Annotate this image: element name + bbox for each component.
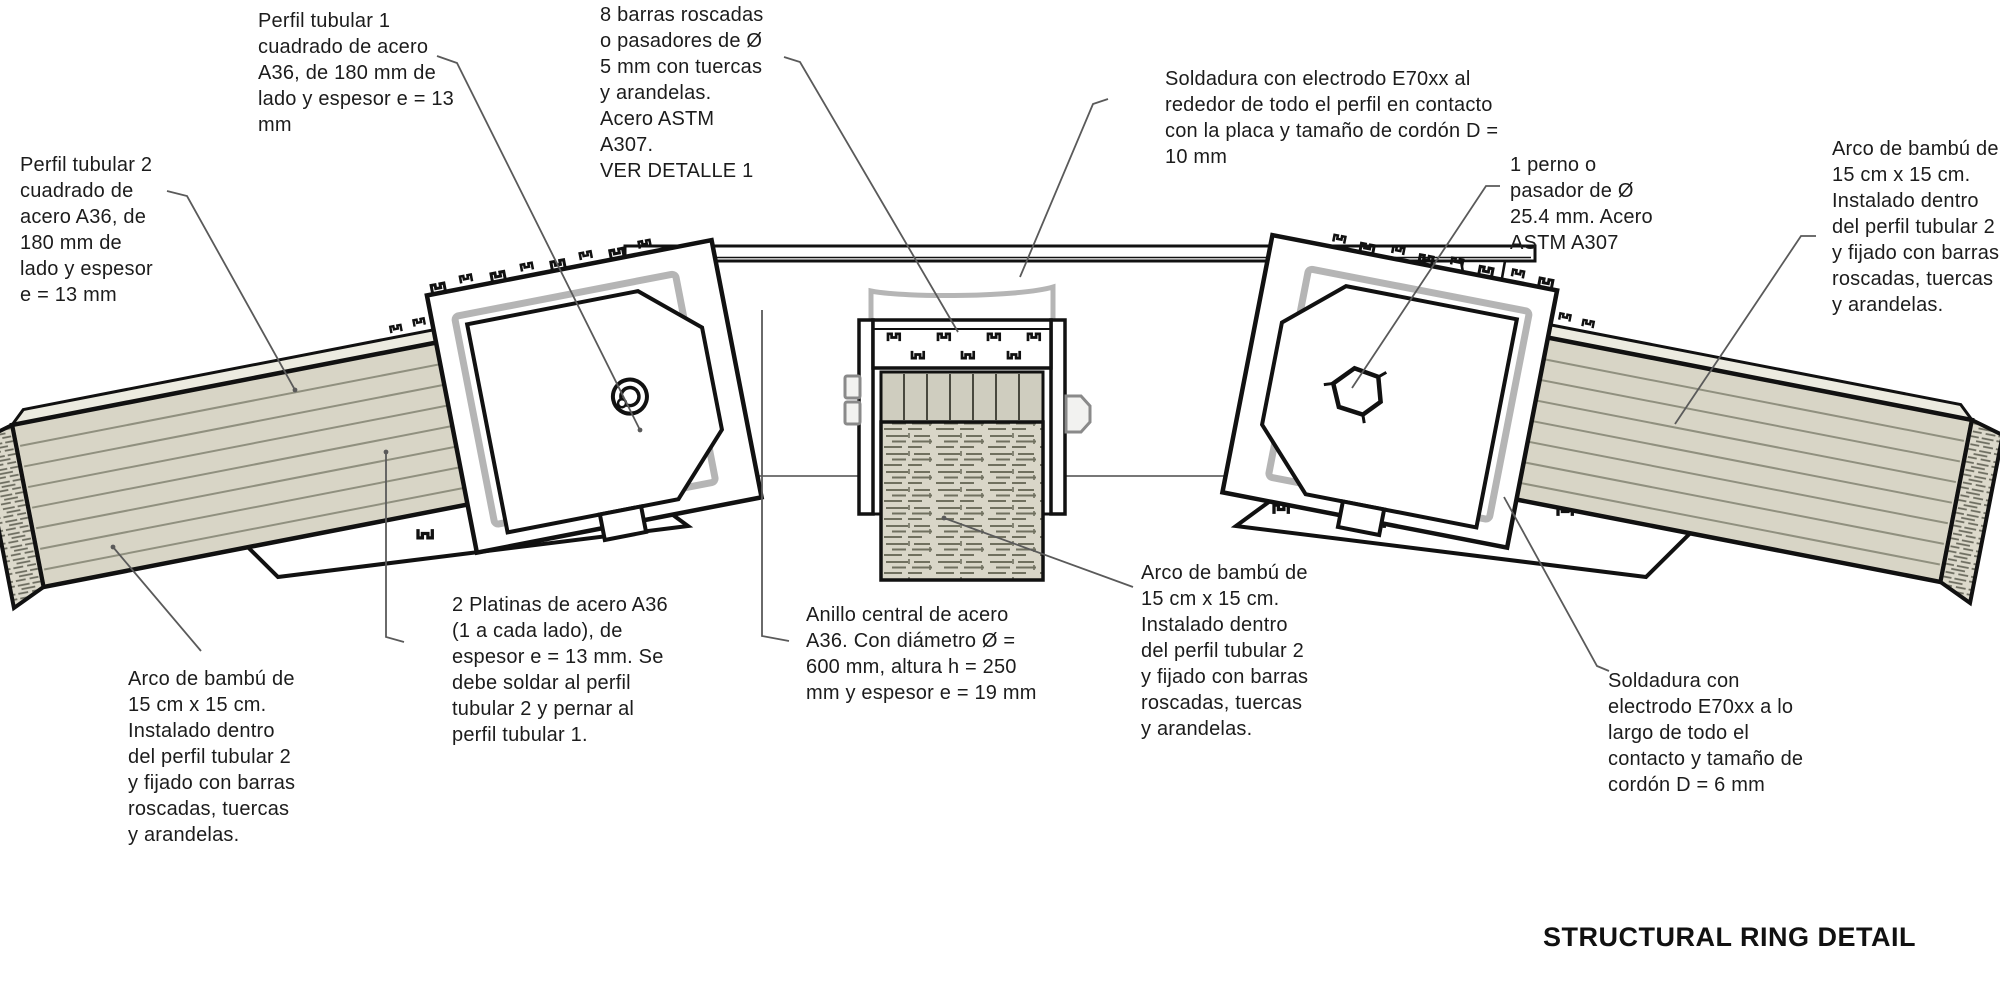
platina-tab-left — [597, 504, 649, 543]
ring-bar-right — [1049, 318, 1067, 516]
leader-perno — [1351, 185, 1500, 389]
perfil-tubular-1-right — [1259, 283, 1520, 530]
ring-top-band — [871, 318, 1053, 370]
leader-soldadura-6 — [1503, 496, 1610, 672]
label-perfil-tubular-2: Perfil tubular 2 cuadrado de acero A36, … — [20, 154, 153, 306]
bolt-left — [610, 377, 649, 416]
ring-side-bolt-left — [843, 374, 862, 426]
leader-arco-right — [1674, 235, 1816, 425]
label-soldadura-6: Soldadura con electrodo E70xx a lo largo… — [1608, 670, 1804, 796]
drawing-title: STRUCTURAL RING DETAIL — [1543, 922, 1916, 952]
leader-perfil-tubular-1 — [436, 55, 641, 431]
perfil-tubular-1-left — [464, 288, 725, 535]
ring-bamboo-planks — [879, 370, 1045, 424]
label-arco-bambu-center: Arco de bambú de 15 cm x 15 cm. Instalad… — [1141, 562, 1309, 740]
label-soldadura-10: Soldadura con electrodo E70xx al rededor… — [1165, 68, 1499, 168]
platina-tab-right — [1335, 499, 1387, 538]
label-perno: 1 perno o pasador de Ø 25.4 mm. Acero AS… — [1510, 154, 1653, 254]
leader-platinas — [385, 452, 405, 643]
label-barras-roscadas: 8 barras roscadas o pasadores de Ø 5 mm … — [600, 4, 764, 182]
label-arco-bambu-right: Arco de bambú de 15 cm x 15 cm. Instalad… — [1832, 138, 2000, 316]
hex-bolt-right — [1323, 365, 1388, 424]
label-platinas: 2 Platinas de acero A36 (1 a cada lado),… — [452, 594, 668, 746]
left-assembly — [0, 237, 765, 612]
label-anillo-central: Anillo central de acero A36. Con diámetr… — [806, 604, 1037, 704]
leader-perfil-tubular-2 — [166, 190, 296, 391]
ring-bamboo-bricks — [879, 420, 1045, 582]
leader-barras-roscadas — [783, 56, 959, 333]
label-arco-bambu-left: Arco de bambú de 15 cm x 15 cm. Instalad… — [128, 668, 296, 846]
leader-lines — [110, 55, 1816, 672]
bamboo-end-face-left — [0, 422, 46, 612]
right-assembly — [1219, 232, 2000, 607]
bamboo-end-face-right — [1938, 417, 2000, 607]
ring-side-bolt-right — [1064, 394, 1092, 434]
leader-arco-center — [943, 517, 1134, 588]
leader-anillo — [761, 310, 790, 642]
leader-arco-left — [112, 546, 202, 652]
label-perfil-tubular-1: Perfil tubular 1 cuadrado de acero A36, … — [258, 10, 454, 136]
central-ring — [843, 283, 1092, 582]
leader-soldadura-10 — [1019, 98, 1109, 278]
